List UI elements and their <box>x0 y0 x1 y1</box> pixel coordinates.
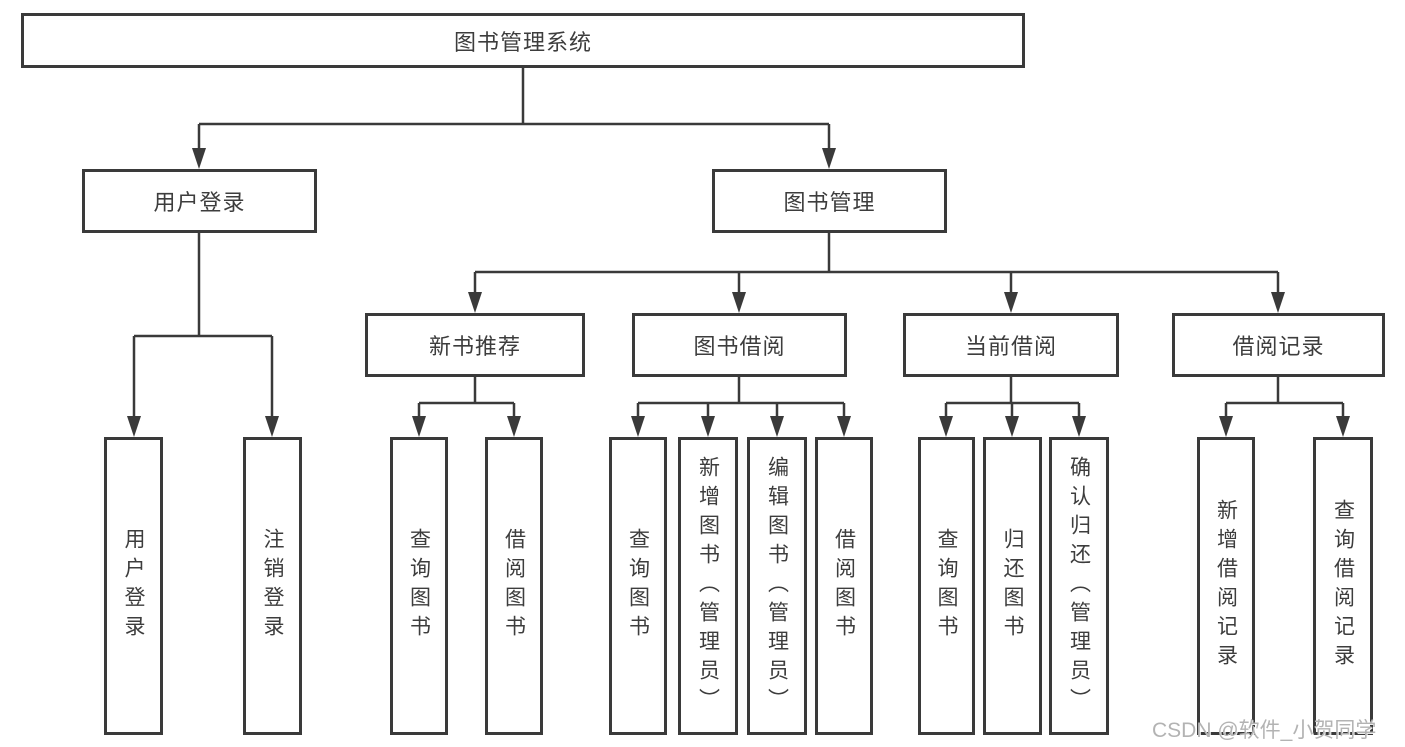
node-label: 查询图书 <box>407 528 431 644</box>
node-label: 图书管理系统 <box>453 29 592 55</box>
node-label: 查询图书 <box>935 528 958 644</box>
node-new-book-recommendation: 新书推荐 <box>365 313 585 377</box>
leaf-logout: 注销登录 <box>243 437 302 735</box>
node-label: 确认归还（管理员） <box>1067 455 1091 717</box>
node-label: 当前借阅 <box>964 334 1057 359</box>
node-label: 用户登录 <box>122 528 145 644</box>
csdn-watermark: CSDN @软件_小贺同学 <box>1152 719 1377 742</box>
leaf-confirm-return-admin: 确认归还（管理员） <box>1049 437 1109 735</box>
leaf-user-login: 用户登录 <box>104 437 163 735</box>
leaf-query-borrow-record: 查询借阅记录 <box>1313 437 1373 735</box>
leaf-return-books: 归还图书 <box>983 437 1042 735</box>
leaf-query-books-borrow: 查询图书 <box>609 437 667 735</box>
node-label: 新增借阅记录 <box>1214 499 1238 673</box>
leaf-add-books-admin: 新增图书（管理员） <box>678 437 738 735</box>
node-label: 用户登录 <box>153 190 246 215</box>
node-library-management-system: 图书管理系统 <box>21 13 1025 68</box>
node-label: 查询借阅记录 <box>1331 499 1355 673</box>
node-label: 编辑图书（管理员） <box>765 455 789 717</box>
leaf-query-books-recommend: 查询图书 <box>390 437 448 735</box>
leaf-add-borrow-record: 新增借阅记录 <box>1197 437 1255 735</box>
leaf-borrow-books: 借阅图书 <box>815 437 873 735</box>
node-borrowing-records: 借阅记录 <box>1172 313 1385 377</box>
leaf-query-books-current: 查询图书 <box>918 437 975 735</box>
node-label: 查询图书 <box>626 528 650 644</box>
node-label: 图书管理 <box>783 190 876 215</box>
node-book-management: 图书管理 <box>712 169 947 233</box>
node-label: 归还图书 <box>1001 528 1024 644</box>
node-label: 借阅图书 <box>502 528 526 644</box>
node-label: 借阅记录 <box>1232 334 1325 359</box>
node-label: 新书推荐 <box>428 334 521 359</box>
node-user-login: 用户登录 <box>82 169 317 233</box>
leaf-edit-books-admin: 编辑图书（管理员） <box>747 437 807 735</box>
leaf-borrow-books-recommend: 借阅图书 <box>485 437 543 735</box>
node-label: 新增图书（管理员） <box>696 455 720 717</box>
node-book-borrowing: 图书借阅 <box>632 313 847 377</box>
node-label: 图书借阅 <box>693 334 786 359</box>
node-label: 注销登录 <box>261 528 284 644</box>
node-label: 借阅图书 <box>832 528 856 644</box>
node-current-borrowing: 当前借阅 <box>903 313 1119 377</box>
